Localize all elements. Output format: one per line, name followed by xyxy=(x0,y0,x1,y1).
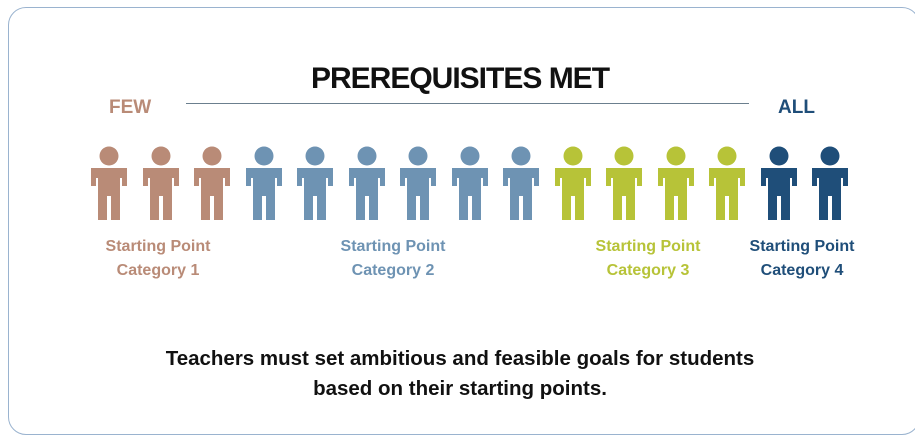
category-3-line1: Starting Point xyxy=(595,238,701,255)
person-icon xyxy=(192,146,232,222)
category-2-line1: Starting Point xyxy=(340,238,446,255)
person-icon xyxy=(810,146,850,222)
category-4-line2: Category 4 xyxy=(760,262,844,279)
scale-left-label: FEW xyxy=(109,97,152,118)
footer-line1: Teachers must set ambitious and feasible… xyxy=(165,347,755,370)
diagram-card xyxy=(8,7,915,435)
category-2-line2: Category 2 xyxy=(351,262,435,279)
person-icon xyxy=(347,146,387,222)
category-4-line1: Starting Point xyxy=(749,238,855,255)
people-row xyxy=(0,146,915,226)
category-1-line2: Category 1 xyxy=(116,262,200,279)
person-icon xyxy=(604,146,644,222)
person-icon xyxy=(295,146,335,222)
person-icon xyxy=(501,146,541,222)
person-icon xyxy=(759,146,799,222)
footer-text: Teachers must set ambitious and feasible… xyxy=(60,344,860,404)
category-4-label: Starting Point Category 4 xyxy=(712,235,892,283)
person-icon xyxy=(244,146,284,222)
person-icon xyxy=(656,146,696,222)
person-icon xyxy=(553,146,593,222)
diagram-title: PREREQUISITES MET xyxy=(310,62,610,95)
category-1-line1: Starting Point xyxy=(105,238,211,255)
person-icon xyxy=(450,146,490,222)
person-icon xyxy=(141,146,181,222)
category-3-label: Starting Point Category 3 xyxy=(558,235,738,283)
person-icon xyxy=(89,146,129,222)
scale-right-label: ALL xyxy=(778,97,815,118)
category-1-label: Starting Point Category 1 xyxy=(68,235,248,283)
category-2-label: Starting Point Category 2 xyxy=(303,235,483,283)
category-3-line2: Category 3 xyxy=(606,262,690,279)
scale-line xyxy=(186,103,749,104)
person-icon xyxy=(398,146,438,222)
footer-line2: based on their starting points. xyxy=(313,377,607,400)
person-icon xyxy=(707,146,747,222)
